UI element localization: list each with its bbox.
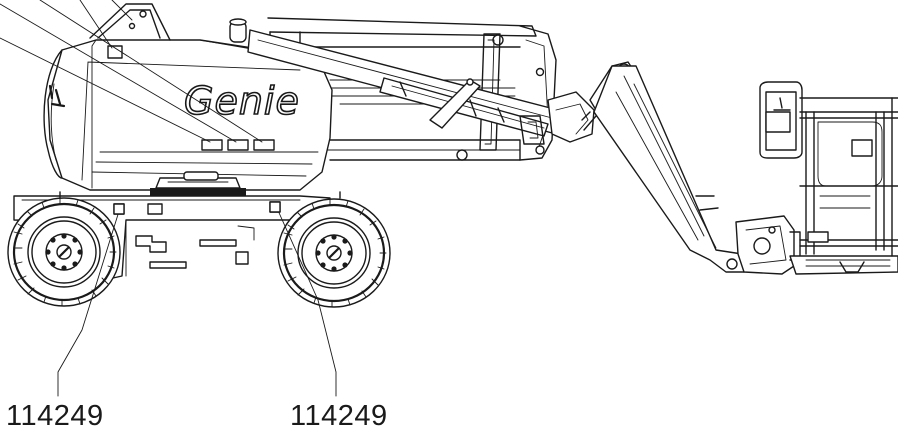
callout-leader-lines <box>0 0 263 143</box>
decal-part-number-left: 114249 <box>6 400 104 432</box>
left-wheel <box>7 197 121 307</box>
platform-basket <box>759 81 898 275</box>
decal-leader-lines <box>57 201 337 397</box>
turntable-bearing <box>150 171 246 196</box>
rear-boom-frame <box>267 17 557 161</box>
platform-rotator <box>735 215 801 275</box>
decal-part-number-right: 114249 <box>290 400 388 432</box>
genie-logo: Genie <box>184 79 300 123</box>
right-wheel <box>277 198 391 308</box>
jib-boom <box>589 61 745 273</box>
main-boom <box>247 29 597 145</box>
